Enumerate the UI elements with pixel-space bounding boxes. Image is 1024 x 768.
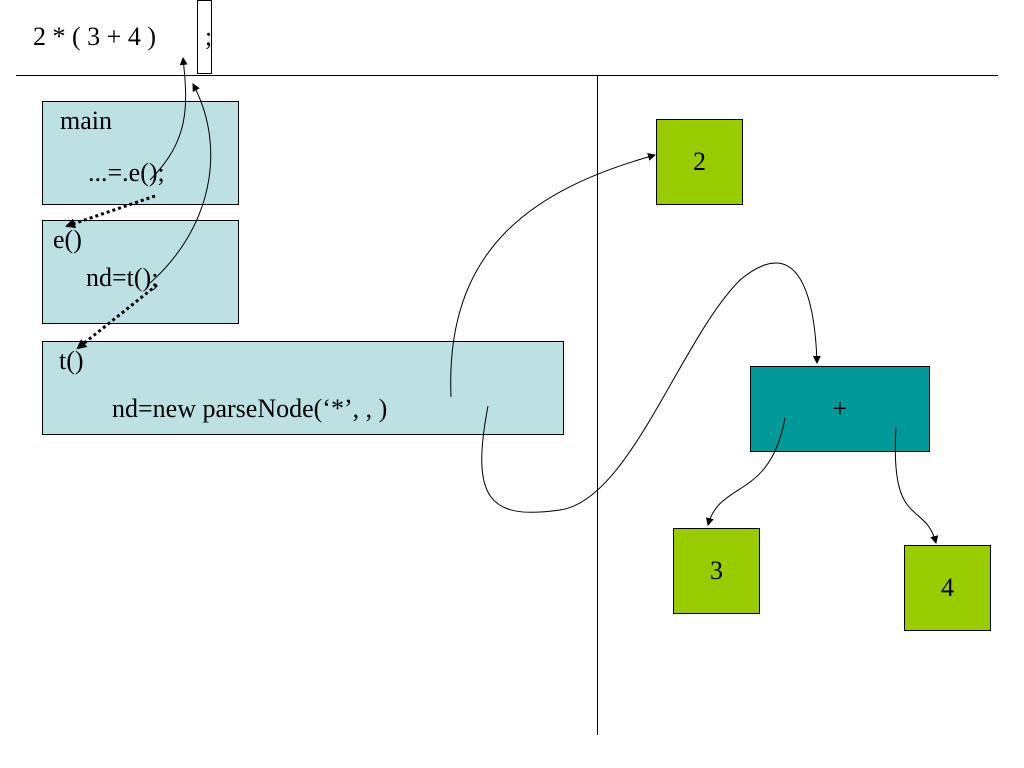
lookahead-arrow-e: [149, 83, 212, 284]
arrow-plus-to-4: [894, 427, 939, 544]
tree-node-2: 2: [656, 119, 743, 205]
frame-t-name: t(): [59, 346, 84, 375]
token-cursor-box: [197, 0, 212, 74]
input-expression: 2 * ( 3 + 4 ): [33, 22, 156, 51]
frame-main-code: ...=.e();: [88, 158, 165, 187]
arrow-plus-to-3: [705, 417, 786, 526]
tree-node-4: 4: [904, 545, 991, 631]
tree-node-3: 3: [673, 528, 760, 614]
frame-t: t() nd=new parseNode(‘*’, , ): [42, 341, 564, 435]
frame-main: main ...=.e();: [42, 101, 239, 205]
arrow-arg-to-plus: [481, 262, 821, 513]
lookahead-arrow-main: [149, 57, 188, 181]
call-arrow-e-to-t: [76, 283, 158, 350]
call-arrow-main-to-e: [65, 194, 156, 229]
vertical-divider: [597, 75, 598, 735]
horizontal-divider: [16, 75, 998, 76]
frame-e: e() nd=t();: [42, 220, 239, 324]
frame-t-code: nd=new parseNode(‘*’, , ): [112, 394, 388, 423]
frame-e-name: e(): [53, 225, 82, 254]
arrow-arg-to-node-2: [450, 153, 656, 398]
input-semicolon: ;: [205, 22, 213, 51]
frame-e-code: nd=t();: [86, 263, 159, 292]
frame-main-name: main: [60, 106, 112, 135]
